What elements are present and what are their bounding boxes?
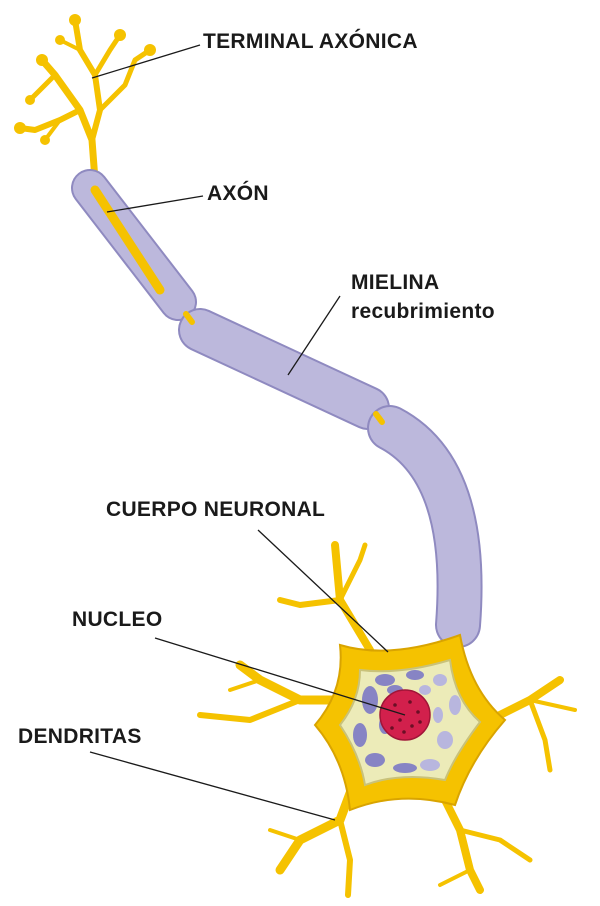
leader-lines — [89, 44, 406, 821]
terminal-buttons — [14, 14, 156, 145]
myelin-sheath — [71, 169, 483, 648]
label-axon-terminal: TERMINAL AXÓNICA — [203, 30, 418, 53]
cell-body — [313, 633, 507, 812]
label-axon: AXÓN — [207, 182, 269, 205]
label-dendrites: DENDRITAS — [18, 725, 142, 748]
dendrites — [197, 541, 577, 898]
label-myelin-sub: recubrimiento — [351, 300, 495, 323]
label-myelin: MIELINA — [351, 271, 440, 294]
axon-terminal — [17, 17, 153, 184]
label-nucleus: NUCLEO — [72, 608, 163, 631]
label-cell-body: CUERPO NEURONAL — [106, 498, 326, 521]
